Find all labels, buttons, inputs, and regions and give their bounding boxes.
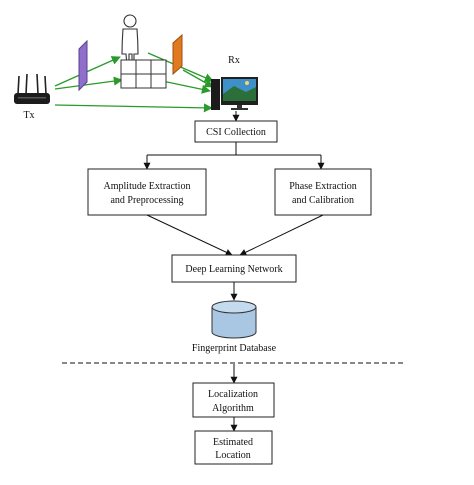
estimated-location-box <box>194 430 273 465</box>
database-icon <box>211 300 257 339</box>
person-icon <box>121 14 139 67</box>
wifi-router-icon <box>14 73 50 104</box>
orange-reflector-panel <box>172 33 183 76</box>
phase-line2: and Calibration <box>292 195 354 206</box>
localization-line2: Algorithm <box>212 403 254 414</box>
deep-learning-network-box <box>171 254 297 283</box>
amplitude-extraction-box <box>87 168 207 216</box>
phase-line1: Phase Extraction <box>289 181 356 192</box>
amplitude-line1: Amplitude Extraction <box>104 181 191 192</box>
phase-extraction-box <box>274 168 372 216</box>
desktop-computer-icon <box>211 77 258 110</box>
estimated-line2: Location <box>215 450 251 461</box>
deep-learning-network-label: Deep Learning Network <box>185 264 282 275</box>
localization-line1: Localization <box>208 389 258 400</box>
localization-algorithm-box <box>192 382 275 418</box>
amplitude-line2: and Preprocessing <box>110 195 183 206</box>
purple-reflector-panel <box>78 39 88 92</box>
csi-collection-label: CSI Collection <box>206 127 266 138</box>
tx-label: Tx <box>23 110 34 121</box>
fingerprint-database-label: Fingerprint Database <box>192 343 277 354</box>
estimated-line1: Estimated <box>213 437 253 448</box>
rx-label: Rx <box>228 55 240 66</box>
floor-grid <box>120 59 167 89</box>
